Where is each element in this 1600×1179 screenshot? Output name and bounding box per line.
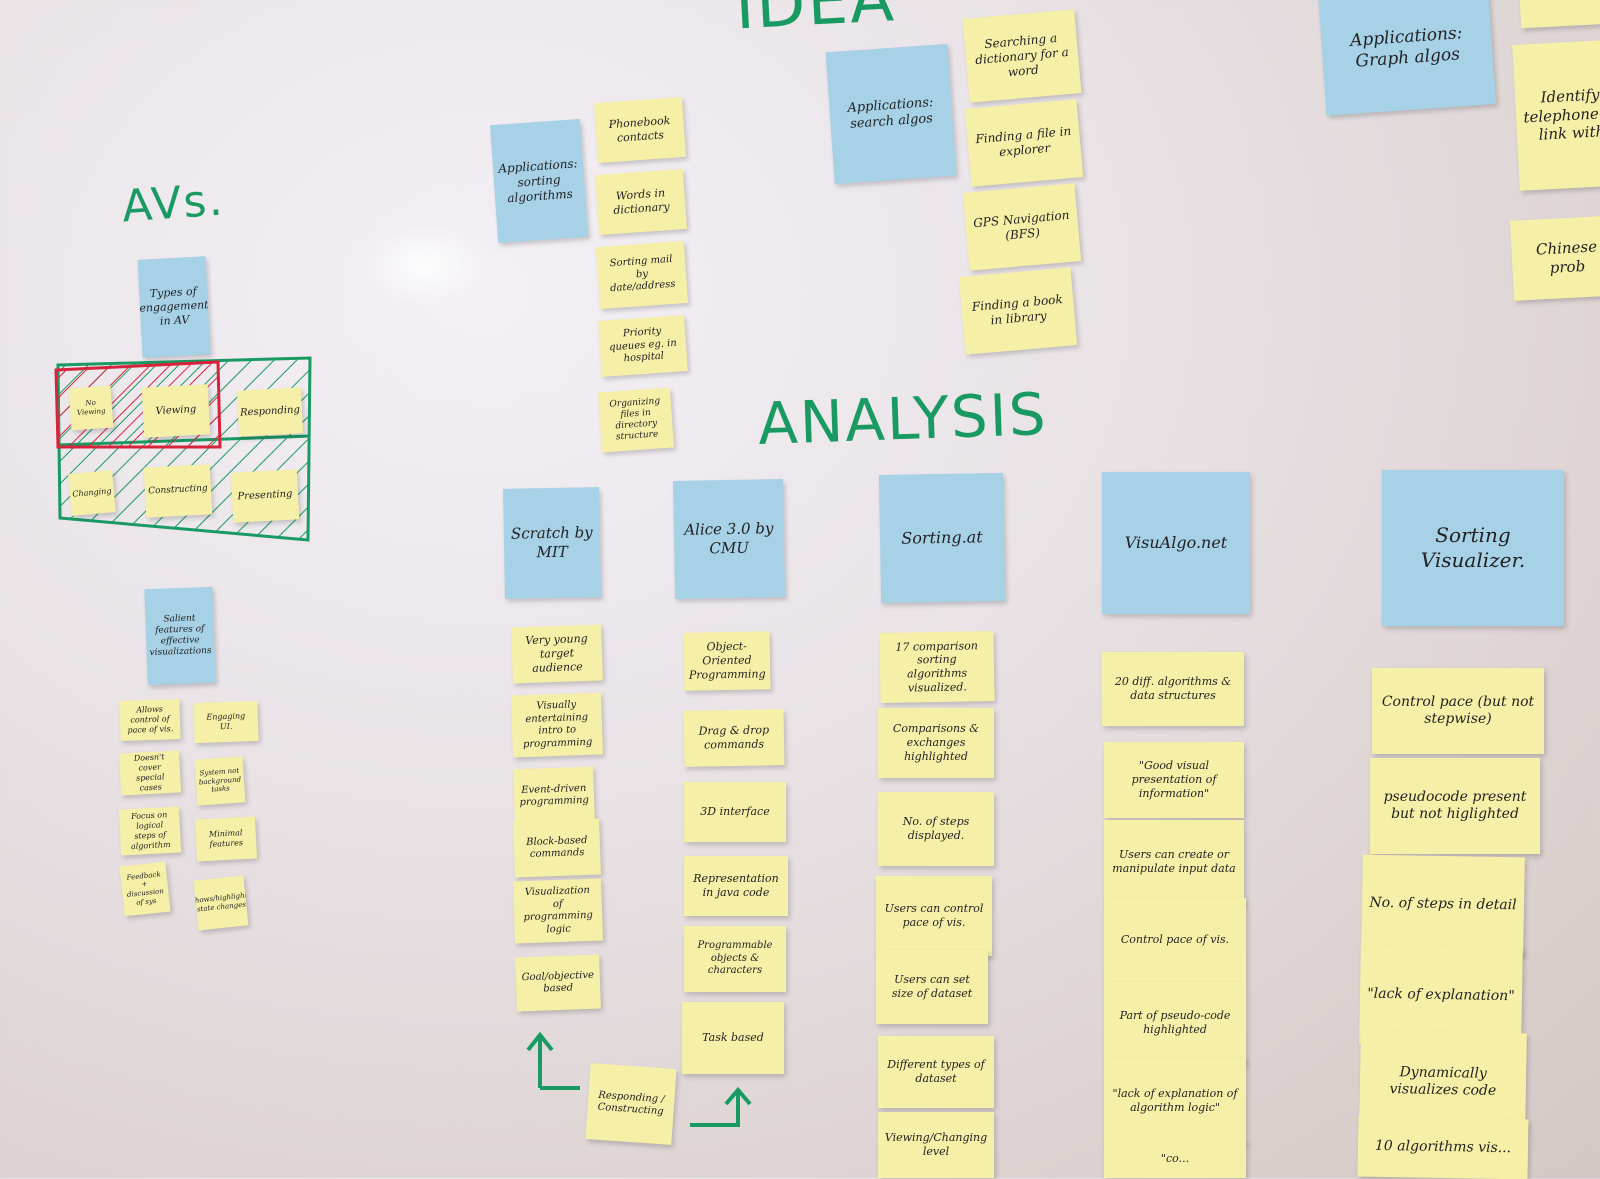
alice-item: Programmable objects & characters <box>684 926 786 992</box>
sortingat-item: 17 comparison sorting algorithms visuali… <box>879 631 995 703</box>
visualgo-item: "Good visual presentation of information… <box>1104 742 1244 818</box>
arrow-right <box>690 1086 752 1127</box>
app-search-item: Searching a dictionary for a word <box>962 9 1082 103</box>
salient-item: Doesn't cover special cases <box>118 750 182 796</box>
salient-item: System not background tasks <box>194 756 246 806</box>
visualgo-item: "co... <box>1104 1140 1246 1178</box>
salient-title-note: Salient features of effective visualizat… <box>144 586 216 686</box>
sortingvisualizer-item: pseudocode present but not higlighted <box>1370 758 1540 854</box>
sortingvisualizer-item: No. of steps in detail <box>1361 854 1525 956</box>
app-graph-title: Applications: Graph algos <box>1317 0 1497 116</box>
tool-header-sortingvisualizer: Sorting Visualizer. <box>1382 470 1564 626</box>
connector-note: Responding / Constructing <box>585 1063 677 1145</box>
visualgo-item: Part of pseudo-code highlighted <box>1104 982 1246 1064</box>
light-glare <box>360 220 490 310</box>
scratch-item: Event-driven programming <box>513 766 595 826</box>
visualgo-item: "lack of explanation of algorithm logic" <box>1104 1058 1246 1144</box>
visualgo-item: Users can create or manipulate input dat… <box>1104 820 1244 904</box>
scratch-item: Block-based commands <box>513 818 601 878</box>
alice-item: Object-Oriented Programming <box>683 631 771 691</box>
alice-item: Drag & drop commands <box>683 709 785 767</box>
scratch-item: Very young target audience <box>511 624 603 684</box>
engagement-no-viewing: No Viewing <box>68 385 114 431</box>
tool-header-alice: Alice 3.0 by CMU <box>672 479 786 599</box>
engagement-viewing: Viewing <box>141 384 211 438</box>
tool-header-sortingat: Sorting.at <box>878 472 1006 604</box>
salient-item: Engaging UI. <box>193 700 259 744</box>
app-search-item: Finding a book in library <box>958 267 1078 355</box>
engagement-presenting: Presenting <box>230 469 300 523</box>
sortingat-item: Users can control pace of vis. <box>876 876 992 956</box>
app-sorting-item: Priority queues eg. in hospital <box>598 315 688 377</box>
engagement-constructing: Constructing <box>143 464 213 518</box>
alice-item: Representation in java code <box>684 856 788 916</box>
app-search-item: Finding a file in explorer <box>964 99 1084 187</box>
salient-item: Focus on logical steps of algorithm <box>118 806 182 856</box>
engagement-changing: Changing <box>68 470 116 516</box>
app-sorting-title: Applications: sorting algorithms <box>489 119 589 243</box>
alice-item: 3D interface <box>684 782 786 842</box>
salient-item: Feedback + discussion of sys <box>119 861 171 917</box>
app-sorting-item: Organizing files in directory structure <box>597 387 675 453</box>
tool-header-scratch: Scratch by MIT <box>503 487 601 599</box>
sortingat-item: Different types of dataset <box>878 1036 994 1108</box>
scratch-item: Visualization of programming logic <box>512 878 604 944</box>
app-sorting-item: Words in dictionary <box>595 169 687 235</box>
sortingat-item: Comparisons & exchanges highlighted <box>878 708 994 778</box>
app-graph-item: Chinese prob <box>1509 215 1600 301</box>
salient-item: Shows/highlights state changes <box>193 875 249 931</box>
sortingat-item: Viewing/Changing level <box>878 1112 994 1178</box>
app-search-item: GPS Navigation (BFS) <box>962 183 1082 271</box>
visualgo-item: 20 diff. algorithms & data structures <box>1102 652 1244 726</box>
sortingvisualizer-item: 10 algorithms vis... <box>1357 1116 1529 1179</box>
app-sorting-item: Phonebook contacts <box>594 97 686 163</box>
sortingvisualizer-item: Control pace (but not stepwise) <box>1372 668 1544 754</box>
engagement-responding: Responding <box>236 387 304 437</box>
salient-item: Allows control of pace of vis. <box>119 698 181 742</box>
scratch-item: Visually entertaining intro to programmi… <box>510 692 604 758</box>
tool-header-visualgo: VisuAlgo.net <box>1102 472 1250 614</box>
app-sorting-item: Sorting mail by date/address <box>595 241 689 309</box>
scratch-item: Goal/objective based <box>515 954 601 1012</box>
visualgo-item: Control pace of vis. <box>1104 898 1246 982</box>
app-graph-item: Identify telephone to link with <box>1512 39 1600 191</box>
salient-item: Minimal features <box>194 816 258 862</box>
app-search-title: Applications: search algos <box>825 43 957 185</box>
engagement-title-note: Types of engagement in AV <box>137 256 211 358</box>
alice-item: Task based <box>682 1002 784 1074</box>
sortingat-item: Users can set size of dataset <box>876 950 988 1024</box>
sortingat-item: No. of steps displayed. <box>878 792 994 866</box>
app-graph-top-note <box>1518 0 1600 29</box>
arrow-left <box>526 1031 580 1090</box>
